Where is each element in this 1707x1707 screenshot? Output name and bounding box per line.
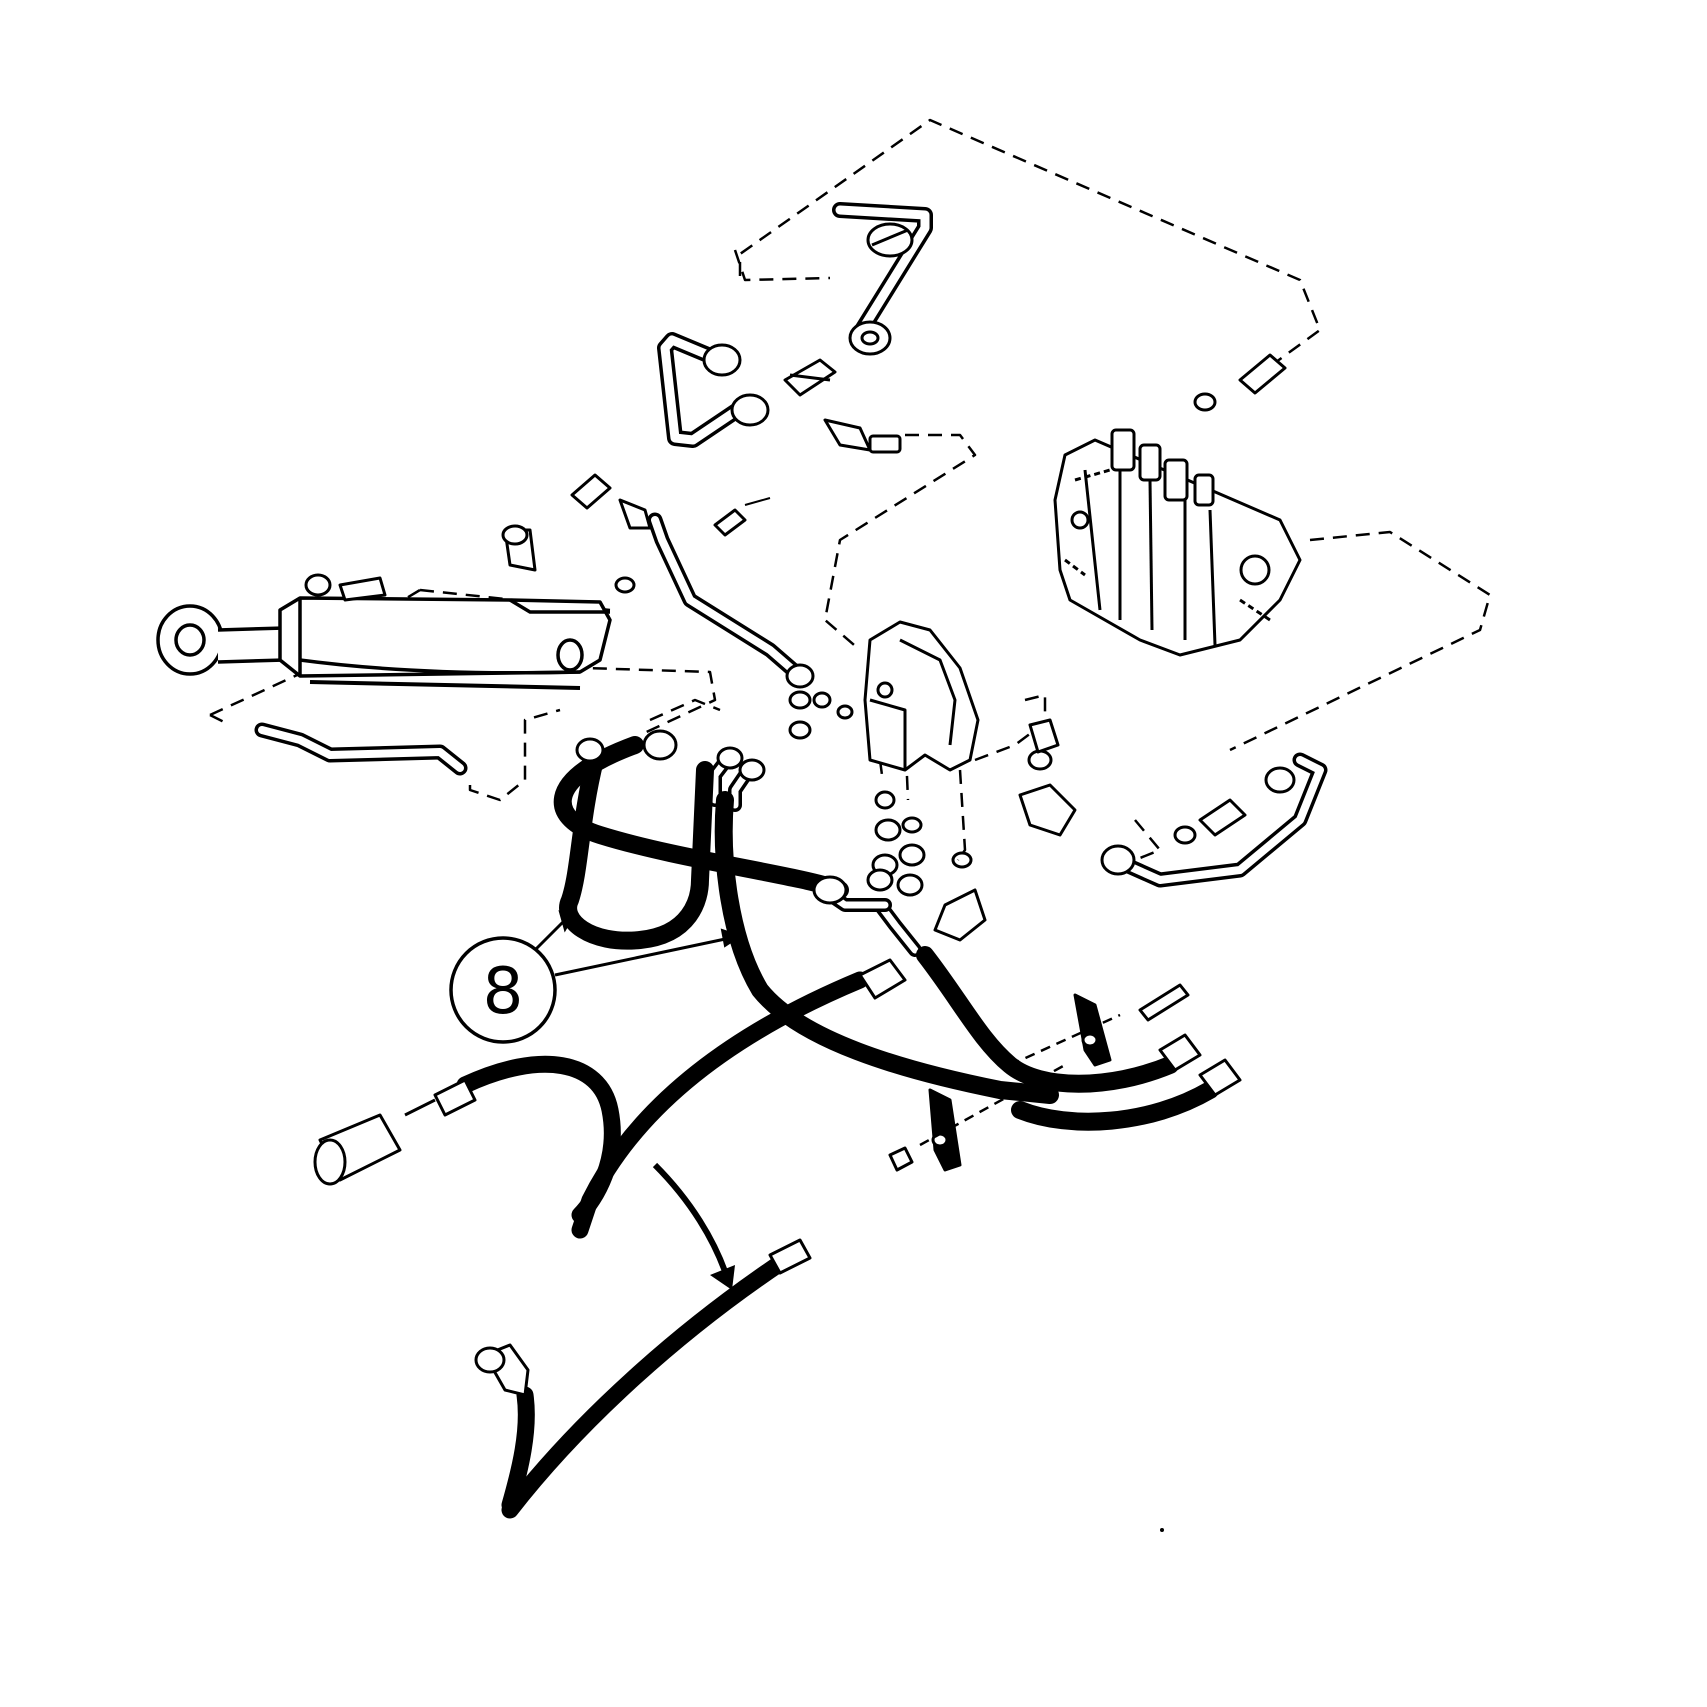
fitting-cylinder-port <box>304 573 387 602</box>
pointer-arrow <box>652 1162 735 1290</box>
right-tube <box>1107 752 1328 888</box>
callout-number: 8 <box>483 955 524 1029</box>
hydraulic-hoses <box>456 736 1219 1519</box>
hose-g <box>571 971 869 1239</box>
fitting-right-adapter <box>1100 766 1296 876</box>
fitting-left-nut <box>702 343 770 427</box>
hose-e <box>1011 1081 1219 1131</box>
fitting-bolt <box>1138 983 1190 1022</box>
hose-clamp-brackets <box>919 993 1121 1172</box>
fitting-pin <box>713 497 771 537</box>
hose-a <box>553 736 849 899</box>
fitting-quick-coupler <box>313 1078 477 1186</box>
upper-loop-tube <box>832 202 933 338</box>
hose-i <box>501 1386 535 1514</box>
hose-c <box>714 791 1059 1104</box>
hose-b <box>559 751 714 950</box>
fitting-hose-end-center <box>858 958 907 1000</box>
fitting-lower-column <box>871 790 973 877</box>
callout-circle <box>449 936 557 1044</box>
ink-speck <box>1160 1528 1164 1532</box>
fitting-adapter-1 <box>783 358 837 397</box>
fitting-cylinder-elbow <box>501 524 537 572</box>
fitting-adapter-top-right <box>1193 353 1287 412</box>
control-valve <box>1053 428 1302 657</box>
left-loop-tube <box>657 332 753 448</box>
hose-h <box>501 1251 794 1519</box>
fitting-hose-ends-right <box>1158 1033 1242 1097</box>
fitting-top-nut-2 <box>848 320 892 356</box>
valve-block <box>863 620 980 772</box>
fitting-top-nut <box>866 222 914 258</box>
fitting-lower-nuts <box>575 729 924 905</box>
fitting-valve-ports <box>785 663 854 740</box>
lower-left-tube <box>254 722 468 776</box>
callout-8: 8 <box>449 910 743 1044</box>
leader-arrow-right <box>554 936 731 977</box>
fitting-lower-hose-end <box>474 1238 812 1397</box>
hose-d <box>916 946 1179 1093</box>
fitting-small-left <box>570 473 652 594</box>
fitting-right-tee <box>1018 718 1077 837</box>
fittings <box>304 222 1296 1397</box>
fitting-hose-elbow <box>933 888 987 942</box>
lift-cylinder <box>156 596 612 690</box>
fitting-small-nut <box>888 1146 914 1172</box>
diagonal-tube <box>647 512 808 684</box>
fitting-elbow-1 <box>823 418 902 454</box>
